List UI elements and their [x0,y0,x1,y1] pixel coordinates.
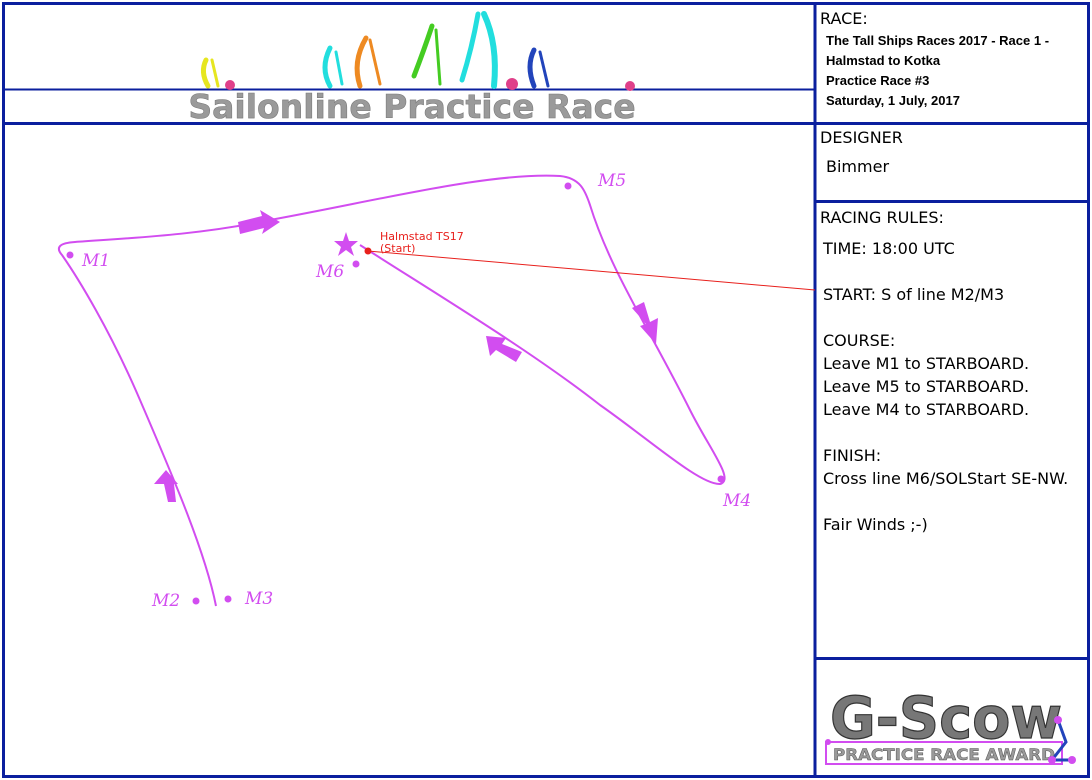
rules-line: TIME: 18:00 UTC [823,239,955,258]
rules-line [823,260,1068,283]
logo-subtitle: PRACTICE RACE AWARD [833,745,1055,764]
mark-m3-dot [224,595,232,603]
rules-line [823,490,1068,513]
mark-m4-label: M4 [722,491,751,511]
mark-m1-dot [66,251,74,259]
mark-m3-label: M3 [244,589,273,609]
start-point [364,247,372,255]
g-scow-logo: G-Scow PRACTICE RACE AWARD [825,683,1076,765]
race-heading: RACE: [820,9,868,28]
rules-line: COURSE: [823,331,896,350]
marks [66,182,725,605]
rules-heading: RACING RULES: [820,208,944,227]
designer-heading: DESIGNER [820,128,903,147]
designer-panel: DESIGNER Bimmer [818,125,1088,200]
race-line: The Tall Ships Races 2017 - Race 1 - [826,33,1050,48]
rules-line: FINISH: [823,446,882,465]
arrow-leg-4 [486,336,522,362]
course-path [57,174,726,607]
rules-line [823,306,1068,329]
rules-line: START: S of line M2/M3 [823,285,1005,304]
rules-line [823,421,1068,444]
rules-line: Fair Winds ;-) [823,515,928,534]
mark-m2-label: M2 [151,591,180,611]
race-details: The Tall Ships Races 2017 - Race 1 - Hal… [826,31,1049,111]
arrow-leg-2 [238,210,280,234]
rules-panel: RACING RULES: TIME: 18:00 UTC START: S o… [818,203,1088,657]
rules-line: Leave M1 to STARBOARD. [823,354,1030,373]
mark-m5-dot [564,182,572,190]
rules-line: Cross line M6/SOLStart SE-NW. [823,469,1069,488]
mark-m4-dot [717,475,725,483]
sails-logo [200,11,635,91]
race-line: Practice Race #3 [826,73,930,88]
mark-m2-dot [192,597,200,605]
rules-details: TIME: 18:00 UTC START: S of line M2/M3 C… [823,237,1068,536]
mark-m1-label: M1 [81,251,110,271]
race-panel: RACE: The Tall Ships Races 2017 - Race 1… [818,5,1088,121]
arrow-leg-1 [154,470,178,502]
start-line [367,250,816,291]
start-sublabel: (Start) [380,242,415,255]
race-line: Saturday, 1 July, 2017 [826,93,960,108]
race-line: Halmstad to Kotka [826,53,941,68]
mark-m6-dot [352,260,360,268]
rules-line: Leave M4 to STARBOARD. [823,400,1030,419]
rules-line: Leave M5 to STARBOARD. [823,377,1030,396]
banner-title: Sailonline Practice Race [188,87,635,126]
arrow-leg-3 [632,302,658,344]
mark-m5-label: M5 [597,171,626,191]
mark-m6-label: M6 [315,262,344,282]
start-label: Halmstad TS17 [380,230,464,243]
direction-arrows [154,210,658,502]
finish-star-icon [334,232,358,256]
designer-name: Bimmer [826,157,890,176]
